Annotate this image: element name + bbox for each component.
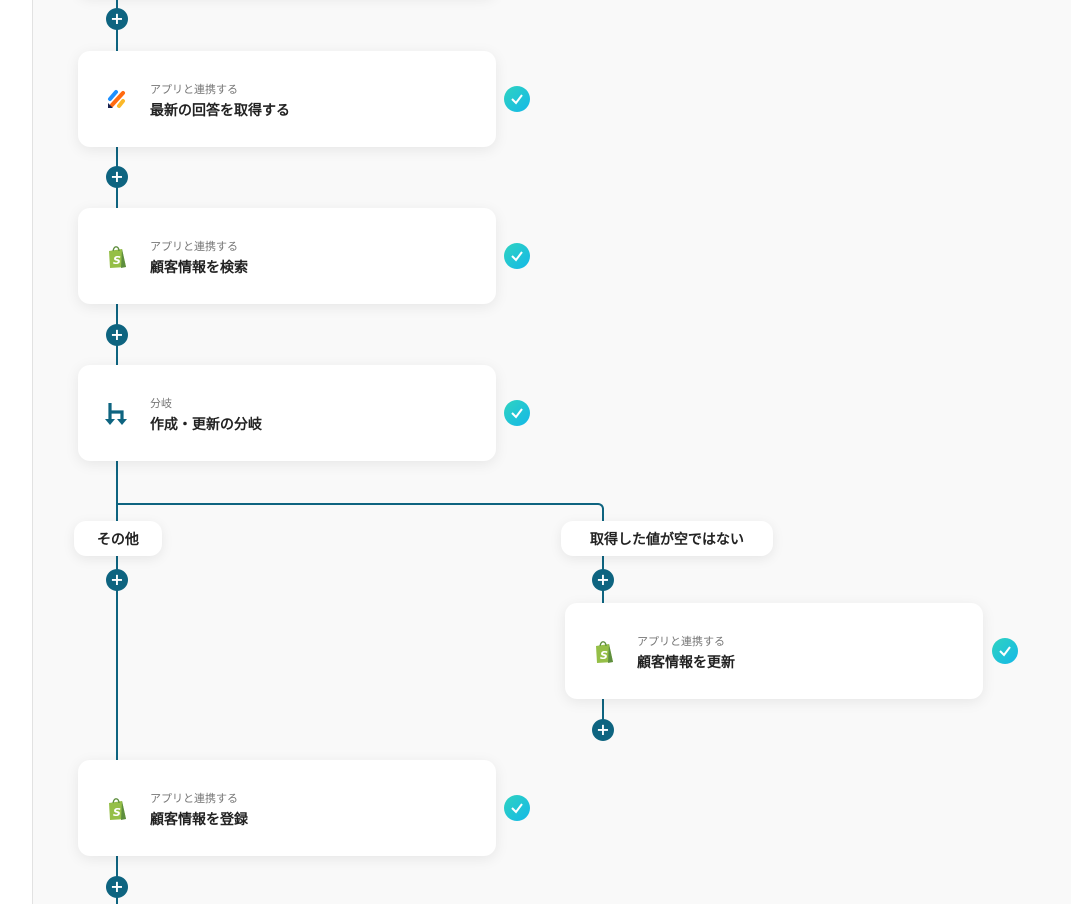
step-card-search-customer[interactable]: S アプリと連携する 顧客情報を検索 [78,208,496,304]
svg-text:S: S [113,806,121,819]
step-card-get-latest-answer[interactable]: アプリと連携する 最新の回答を取得する [78,51,496,147]
step-card-register-customer[interactable]: S アプリと連携する 顧客情報を登録 [78,760,496,856]
branch-line [116,503,596,505]
connector-line [602,699,604,729]
plus-icon: + [110,167,124,186]
form-app-icon [108,90,125,108]
plus-icon: + [596,570,610,589]
add-step-button[interactable]: + [106,8,128,30]
plus-icon: + [596,720,610,739]
check-icon [504,795,530,821]
step-type: 分岐 [150,397,172,410]
check-icon [992,638,1018,664]
step-type: アプリと連携する [150,83,238,96]
check-icon [504,400,530,426]
step-type: アプリと連携する [637,635,725,648]
step-type: アプリと連携する [150,240,238,253]
branch-icon [105,403,127,425]
add-step-button[interactable]: + [106,569,128,591]
add-step-button[interactable]: + [592,569,614,591]
step-title: 顧客情報を登録 [150,812,248,828]
svg-text:S: S [600,649,608,662]
step-card-update-customer[interactable]: S アプリと連携する 顧客情報を更新 [565,603,983,699]
step-title: 顧客情報を更新 [637,655,735,671]
step-card-branch[interactable]: 分岐 作成・更新の分岐 [78,365,496,461]
add-step-button[interactable]: + [106,324,128,346]
check-icon [504,86,530,112]
add-step-button[interactable]: + [106,166,128,188]
svg-text:S: S [113,254,121,267]
step-title: 最新の回答を取得する [150,103,290,119]
check-icon [504,243,530,269]
step-type: アプリと連携する [150,792,238,805]
shopify-icon: S [596,641,613,663]
branch-line-corner [590,503,604,523]
shopify-icon: S [109,246,126,268]
sidebar [0,0,33,904]
branch-label-not-empty[interactable]: 取得した値が空ではない [561,521,773,556]
step-title: 作成・更新の分岐 [150,417,262,433]
connector-line [116,461,118,760]
plus-icon: + [110,9,124,28]
plus-icon: + [110,877,124,896]
plus-icon: + [110,325,124,344]
plus-icon: + [110,570,124,589]
step-title: 顧客情報を検索 [150,260,248,276]
shopify-icon: S [109,798,126,820]
add-step-button[interactable]: + [592,719,614,741]
add-step-button[interactable]: + [106,876,128,898]
branch-label-other[interactable]: その他 [74,521,162,556]
